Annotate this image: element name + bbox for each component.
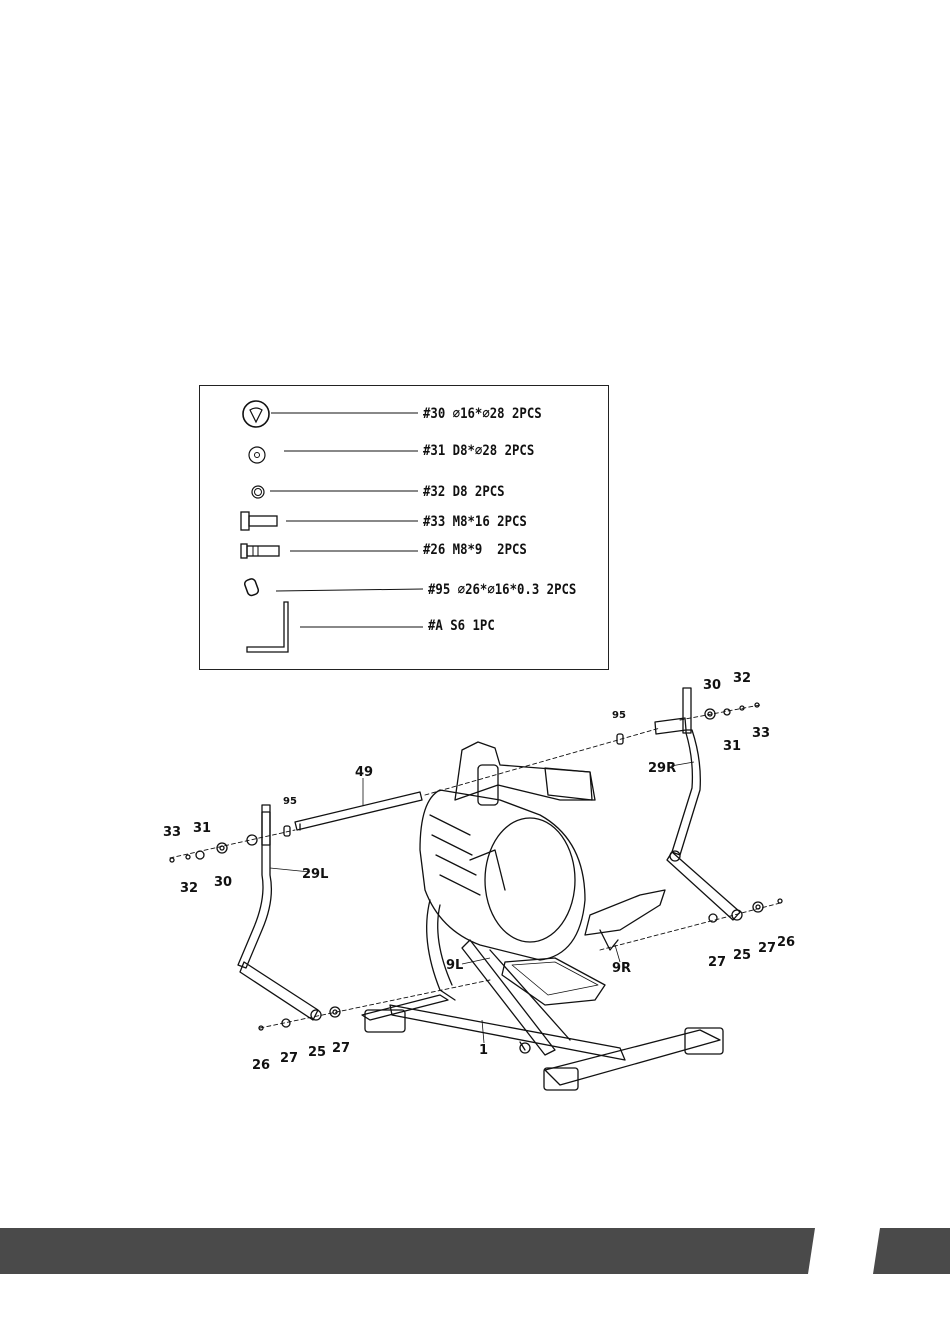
callout-32-left: 32: [180, 881, 198, 896]
callout-30-right: 30: [703, 678, 721, 693]
callout-33-right: 33: [752, 726, 770, 741]
callout-29l: 29L: [302, 867, 328, 882]
callout-9r: 9R: [612, 961, 631, 976]
callout-29r: 29R: [648, 761, 676, 776]
machine-body: [362, 742, 723, 1090]
callout-27-left-1: 27: [280, 1051, 298, 1066]
callout-25-right: 25: [733, 948, 751, 963]
callout-95-left: 95: [283, 796, 297, 807]
callout-25-left: 25: [308, 1045, 326, 1060]
left-hardware: [170, 826, 340, 1030]
callout-27-left-2: 27: [332, 1041, 350, 1056]
callout-49: 49: [355, 765, 373, 780]
callout-95-right: 95: [612, 710, 626, 721]
callout-26-left: 26: [252, 1058, 270, 1073]
callout-9l: 9L: [446, 958, 463, 973]
handlebar-29r: [655, 688, 742, 920]
handlebar-29l: [238, 805, 321, 1020]
pedal-9r: [585, 890, 665, 950]
callout-32-right: 32: [733, 671, 751, 686]
callout-27-right-2: 27: [758, 941, 776, 956]
callout-33-left: 33: [163, 825, 181, 840]
callout-31-right: 31: [723, 739, 741, 754]
callout-31-left: 31: [193, 821, 211, 836]
footer-bar: [0, 1228, 950, 1274]
callout-27-right-1: 27: [708, 955, 726, 970]
callout-1: 1: [479, 1043, 488, 1058]
callout-30-left: 30: [214, 875, 232, 890]
axle-49: [295, 792, 422, 830]
callout-26-right: 26: [777, 935, 795, 950]
